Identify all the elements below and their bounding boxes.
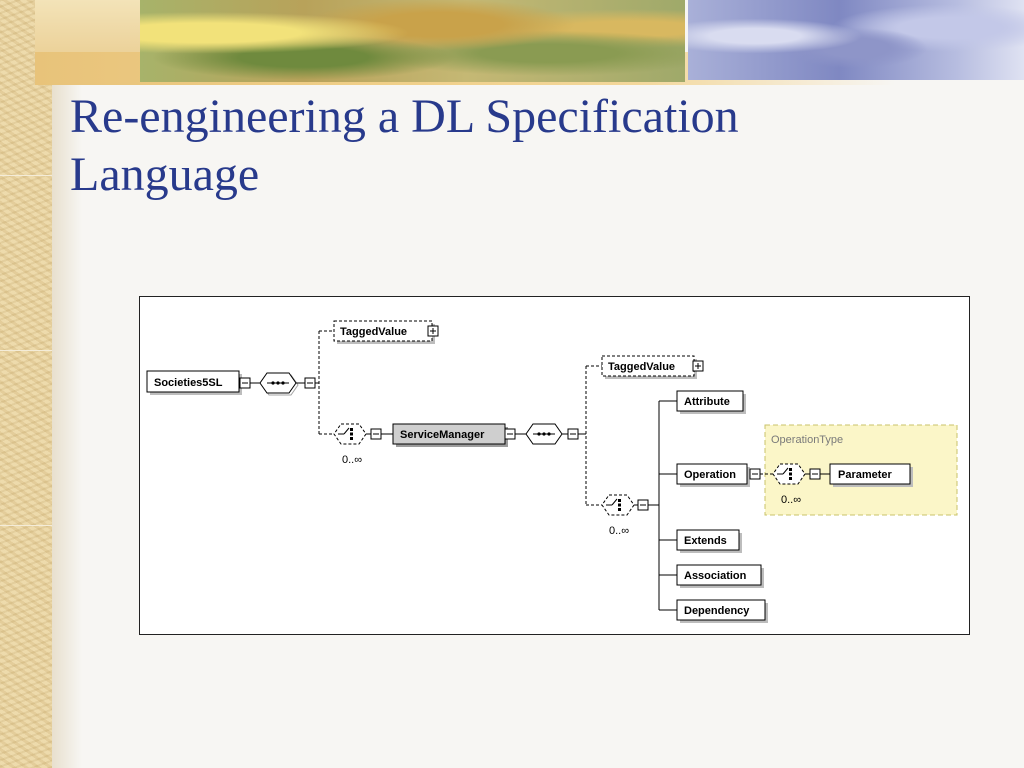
slide-title-line1: Re-engineering a DL Specification	[70, 90, 739, 143]
banner-leaves-image	[140, 0, 685, 82]
choice-compositor-children: 0..∞	[601, 494, 649, 537]
svg-text:Association: Association	[684, 570, 747, 582]
schema-diagram: OperationType	[139, 296, 970, 635]
operation-type-label: OperationType	[771, 434, 843, 446]
sequence-compositor-sm	[525, 423, 579, 445]
left-texture-strip	[0, 0, 52, 768]
node-attribute[interactable]: Attribute	[676, 390, 746, 414]
multiplicity-operation: 0..∞	[781, 494, 801, 506]
svg-text:Societies5SL: Societies5SL	[154, 377, 223, 389]
node-societies5sl[interactable]: Societies5SL	[146, 370, 251, 395]
node-association[interactable]: Association	[676, 564, 764, 588]
node-dependency[interactable]: Dependency	[676, 599, 768, 623]
left-strip-fade	[52, 0, 82, 768]
multiplicity-sm: 0..∞	[342, 454, 362, 466]
svg-text:Extends: Extends	[684, 535, 727, 547]
choice-compositor-sm: 0..∞	[333, 423, 382, 466]
slide-title: Re-engineering a DL Specification Langua…	[70, 88, 970, 204]
node-taggedvalue-sm[interactable]: TaggedValue	[601, 355, 704, 379]
svg-text:Dependency: Dependency	[684, 605, 750, 617]
node-extends[interactable]: Extends	[676, 529, 742, 553]
node-taggedvalue-top[interactable]: TaggedValue	[333, 320, 439, 344]
banner-corner	[35, 0, 140, 52]
slide-title-line2: Language	[70, 148, 260, 201]
svg-text:Attribute: Attribute	[684, 396, 730, 408]
node-servicemanager[interactable]: ServiceManager	[392, 423, 516, 447]
banner-flowers-image	[688, 0, 1024, 80]
svg-text:Operation: Operation	[684, 469, 736, 481]
node-operation[interactable]: Operation	[676, 463, 761, 487]
svg-text:TaggedValue: TaggedValue	[608, 361, 675, 373]
choice-compositor-operation: 0..∞	[772, 463, 821, 506]
svg-text:ServiceManager: ServiceManager	[400, 429, 485, 441]
multiplicity-children: 0..∞	[609, 525, 629, 537]
svg-text:TaggedValue: TaggedValue	[340, 326, 407, 338]
sequence-compositor-root	[259, 372, 316, 394]
svg-text:Parameter: Parameter	[838, 469, 893, 481]
node-parameter[interactable]: Parameter	[829, 463, 913, 487]
